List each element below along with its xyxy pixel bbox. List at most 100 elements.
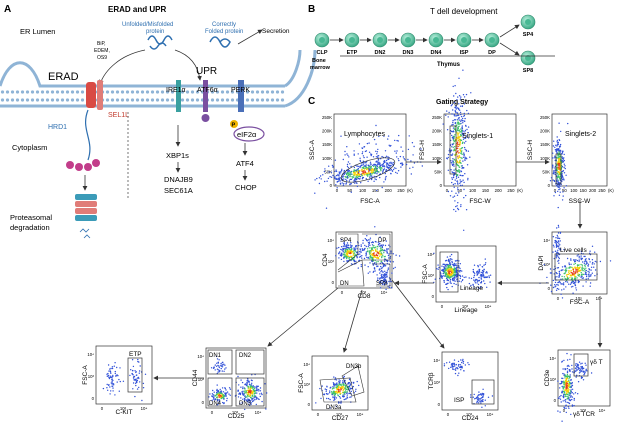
- event-dot: [557, 410, 559, 412]
- event-dot: [457, 156, 459, 159]
- event-dot: [577, 264, 580, 266]
- event-dot: [455, 283, 457, 286]
- event-dot: [561, 152, 564, 154]
- event-dot: [449, 258, 451, 260]
- event-dot: [343, 396, 345, 398]
- event-dot: [462, 138, 465, 140]
- event-dot: [452, 176, 455, 179]
- event-dot: [551, 157, 554, 159]
- event-dot: [576, 255, 578, 257]
- event-dot: [243, 390, 246, 392]
- event-dot: [370, 247, 373, 249]
- event-dot: [370, 178, 373, 181]
- event-dot: [323, 393, 325, 396]
- event-dot: [463, 153, 465, 156]
- event-dot: [249, 392, 251, 394]
- x-axis-label: FSC-A: [570, 299, 590, 306]
- event-dot: [564, 374, 566, 376]
- event-dot: [454, 134, 456, 136]
- event-dot: [463, 229, 465, 231]
- event-dot: [379, 282, 381, 284]
- event-dot: [562, 269, 564, 271]
- dn3b-gate: [341, 365, 365, 397]
- event-dot: [250, 403, 252, 405]
- event-dot: [342, 387, 344, 389]
- event-dot: [483, 264, 485, 266]
- event-dot: [558, 280, 561, 283]
- event-dot: [360, 164, 363, 167]
- event-dot: [571, 371, 574, 373]
- event-dot: [350, 170, 352, 173]
- event-dot: [353, 381, 355, 384]
- event-dot: [573, 393, 575, 395]
- event-dot: [570, 386, 572, 389]
- event-dot: [555, 272, 557, 274]
- event-dot: [251, 382, 253, 384]
- event-dot: [477, 399, 479, 401]
- event-dot: [568, 262, 570, 264]
- event-dot: [356, 256, 358, 258]
- event-dot: [240, 379, 242, 381]
- event-dot: [144, 373, 147, 375]
- event-dot: [571, 398, 573, 401]
- event-dot: [381, 269, 383, 272]
- event-dot: [557, 141, 559, 144]
- event-dot: [387, 248, 390, 250]
- event-dot: [344, 253, 346, 256]
- event-dot: [368, 250, 371, 252]
- event-dot: [569, 277, 571, 279]
- event-dot: [341, 182, 343, 184]
- event-dot: [346, 260, 348, 262]
- folded-label-2: Folded protein: [205, 29, 243, 35]
- event-dot: [133, 375, 135, 378]
- event-dot: [467, 362, 469, 364]
- event-dot: [558, 185, 560, 187]
- event-dot: [451, 113, 453, 115]
- event-dot: [340, 239, 343, 241]
- event-dot: [211, 395, 213, 397]
- event-dot: [480, 399, 482, 402]
- event-dot: [574, 260, 577, 262]
- event-dot: [379, 252, 381, 255]
- lineage-arrow: [499, 24, 520, 38]
- event-dot: [567, 273, 570, 276]
- event-dot: [222, 361, 224, 363]
- event-dot: [559, 274, 561, 276]
- event-dot: [456, 174, 459, 176]
- event-dot: [354, 180, 356, 182]
- event-dot: [571, 404, 574, 406]
- event-dot: [446, 265, 449, 267]
- event-dot: [575, 271, 577, 273]
- event-dot: [450, 139, 452, 142]
- event-dot: [560, 283, 562, 285]
- event-dot: [436, 268, 438, 270]
- live-cells-gate: [554, 253, 598, 281]
- event-dot: [552, 167, 554, 169]
- event-dot: [379, 167, 381, 170]
- event-dot: [380, 274, 382, 276]
- event-dot: [343, 398, 345, 401]
- event-dot: [467, 177, 469, 180]
- event-dot: [585, 369, 587, 371]
- event-dot: [453, 113, 456, 116]
- event-dot: [461, 180, 463, 183]
- event-dot: [379, 278, 381, 280]
- event-dot: [457, 208, 460, 211]
- event-dot: [318, 177, 321, 179]
- event-dot: [589, 250, 591, 252]
- event-dot: [408, 135, 410, 137]
- event-dot: [564, 269, 566, 272]
- event-dot: [467, 132, 469, 134]
- event-dot: [451, 190, 453, 192]
- lineage-gate: [439, 251, 459, 293]
- event-dot: [593, 263, 595, 265]
- event-dot: [108, 376, 110, 378]
- event-dot: [563, 163, 565, 165]
- event-dot: [372, 168, 374, 171]
- event-dot: [453, 265, 455, 267]
- event-dot: [590, 372, 593, 374]
- event-dot: [368, 151, 371, 153]
- event-dot: [384, 177, 387, 179]
- x-axis-label: FSC-W: [469, 198, 491, 205]
- event-dot: [554, 156, 556, 158]
